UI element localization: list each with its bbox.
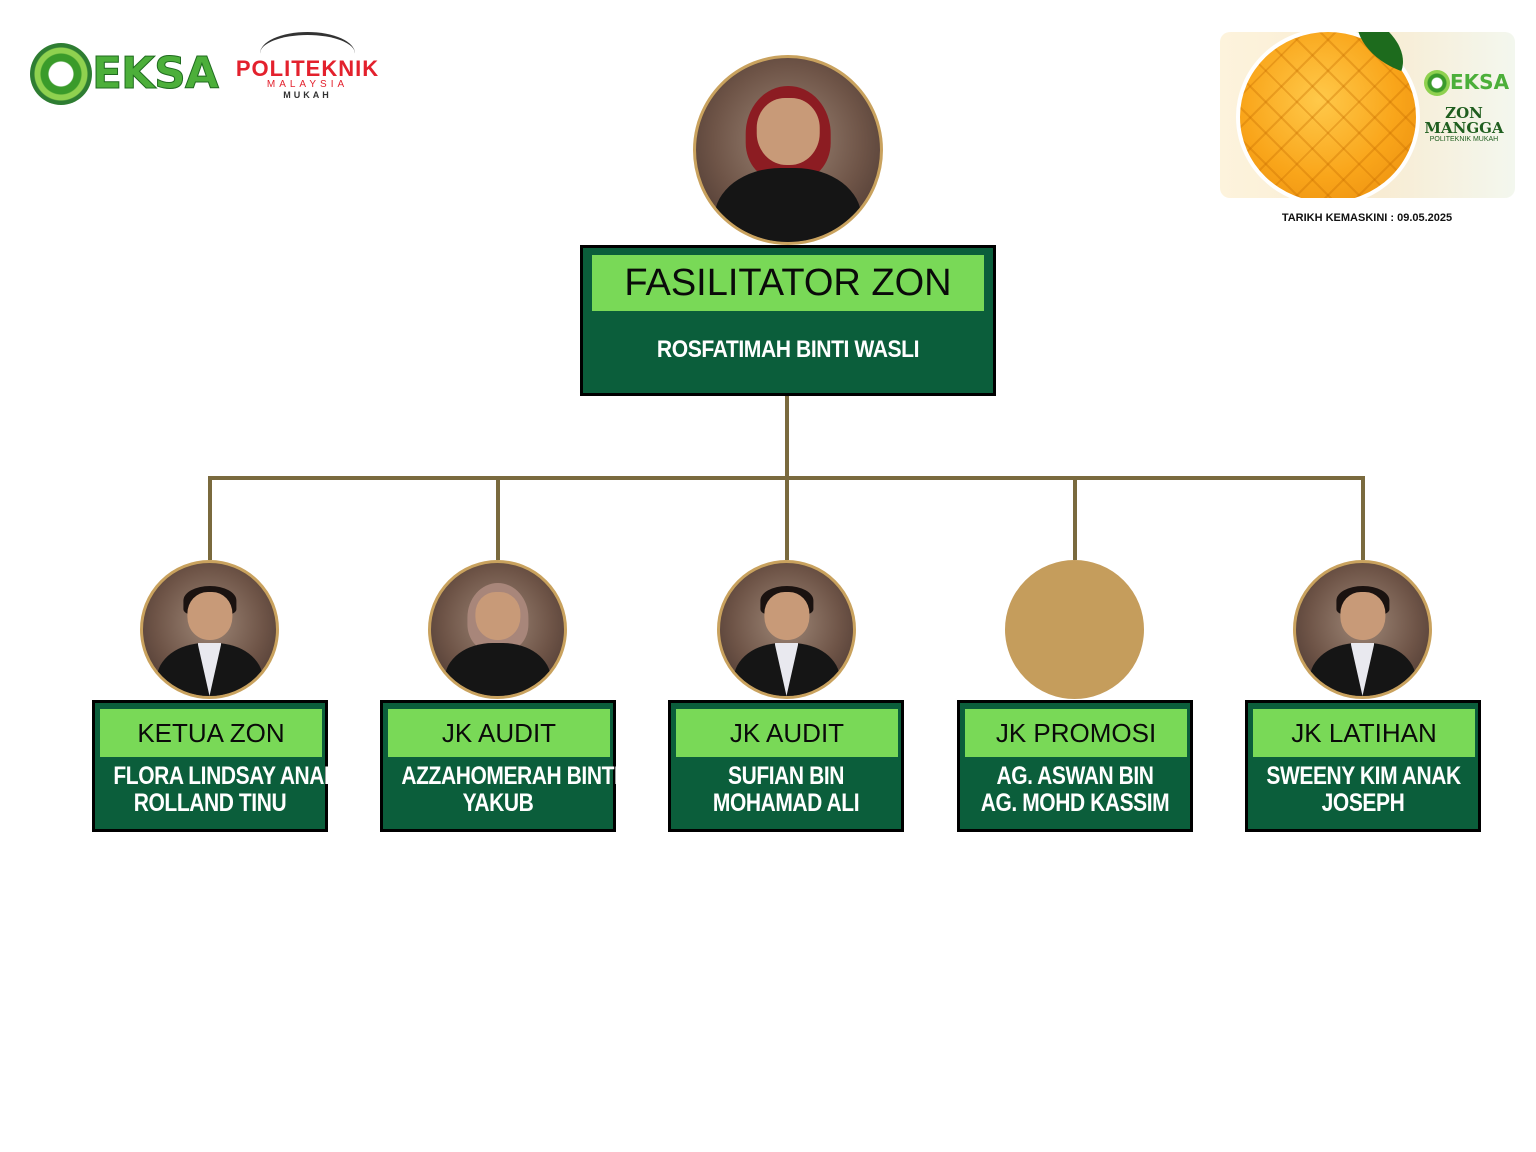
facilitator-photo xyxy=(693,55,883,245)
face-shape xyxy=(763,592,810,641)
member-role-1: KETUA ZON xyxy=(100,709,322,757)
face-shape xyxy=(474,592,521,641)
update-date: TARIKH KEMASKINI : 09.05.2025 xyxy=(1281,212,1453,224)
zone-title: ZON MANGGA xyxy=(1416,106,1512,136)
member-box-3: JK AUDIT SUFIAN BIN MOHAMAD ALI xyxy=(668,700,904,832)
member-name-5: SWEENY KIM ANAK JOSEPH xyxy=(1266,762,1461,817)
eksa-logo: EKSA xyxy=(30,40,219,110)
member-name-5-line1: SWEENY KIM ANAK xyxy=(1266,762,1461,790)
face-shape xyxy=(756,98,820,165)
member-name-2-line1: AZZAHOMERAH BINTI xyxy=(401,762,620,790)
member-name-5-line2: JOSEPH xyxy=(1321,789,1405,817)
member-name-3-line1: SUFIAN BIN xyxy=(728,762,844,790)
zone-title-line1: ZON xyxy=(1445,104,1483,122)
member-name-3-line2: MOHAMAD ALI xyxy=(712,789,860,817)
connector-trunk xyxy=(785,396,789,480)
member-box-4: JK PROMOSI AG. ASWAN BIN AG. MOHD KASSIM xyxy=(957,700,1193,832)
zone-title-line2: MANGGA xyxy=(1424,119,1504,137)
member-name-3: SUFIAN BIN MOHAMAD ALI xyxy=(689,763,882,817)
member-name-2-line2: YAKUB xyxy=(462,789,534,817)
zone-eksa-logo: EKSA xyxy=(1424,68,1509,98)
member-name-4: AG. ASWAN BIN AG. MOHD KASSIM xyxy=(978,763,1171,817)
politeknik-logo: POLITEKNIK MALAYSIA MUKAH xyxy=(205,30,410,102)
body-shape xyxy=(444,642,551,696)
member-role-5: JK LATIHAN xyxy=(1253,709,1475,757)
member-box-1: KETUA ZON FLORA LINDSAY ANAK ROLLAND TIN… xyxy=(92,700,339,832)
member-box-2: JK AUDIT AZZAHOMERAH BINTI YAKUB xyxy=(380,700,620,832)
zone-subtitle: POLITEKNIK MUKAH xyxy=(1429,136,1499,143)
politeknik-logo-sub: MALAYSIA xyxy=(266,79,349,90)
member-role-4: JK PROMOSI xyxy=(965,709,1187,757)
member-name-1: FLORA LINDSAY ANAK ROLLAND TINU xyxy=(113,762,339,817)
member-name-1-line2: ROLLAND TINU xyxy=(133,789,287,817)
member-name-2: AZZAHOMERAH BINTI YAKUB xyxy=(401,762,620,817)
member-photo-5 xyxy=(1293,560,1432,699)
member-photo-2 xyxy=(428,560,567,699)
face-shape xyxy=(186,592,233,641)
zone-eksa-text: EKSA xyxy=(1450,70,1510,94)
connector-drop-3 xyxy=(785,476,789,560)
eksa-logo-text: EKSA xyxy=(92,48,220,100)
politeknik-logo-campus: MUKAH xyxy=(283,90,332,100)
member-box-5: JK LATIHAN SWEENY KIM ANAK JOSEPH xyxy=(1245,700,1481,832)
facilitator-name: ROSFATIMAH BINTI WASLI xyxy=(656,336,920,363)
eksa-emblem-icon xyxy=(30,43,92,105)
member-photo-3 xyxy=(717,560,856,699)
member-name-4-line2: AG. MOHD KASSIM xyxy=(980,789,1170,817)
connector-drop-2 xyxy=(496,476,500,560)
connector-drop-1 xyxy=(208,476,212,560)
body-shape xyxy=(714,168,862,242)
member-role-3: JK AUDIT xyxy=(676,709,898,757)
zone-banner: EKSA ZON MANGGA POLITEKNIK MUKAH xyxy=(1220,32,1515,198)
member-photo-1 xyxy=(140,560,279,699)
member-name-1-line1: FLORA LINDSAY ANAK xyxy=(113,762,339,790)
connector-drop-5 xyxy=(1361,476,1365,560)
politeknik-arc-icon xyxy=(260,32,355,75)
face-shape xyxy=(1339,592,1386,641)
facilitator-box: FASILITATOR ZON ROSFATIMAH BINTI WASLI xyxy=(580,245,996,396)
connector-drop-4 xyxy=(1073,476,1077,560)
member-role-2: JK AUDIT xyxy=(388,709,610,757)
member-name-4-line1: AG. ASWAN BIN xyxy=(996,762,1154,790)
member-photo-4-placeholder xyxy=(1005,560,1144,699)
politeknik-logo-text: POLITEKNIK xyxy=(235,56,380,81)
eksa-emblem-small-icon xyxy=(1424,70,1450,96)
facilitator-role: FASILITATOR ZON xyxy=(592,255,984,311)
